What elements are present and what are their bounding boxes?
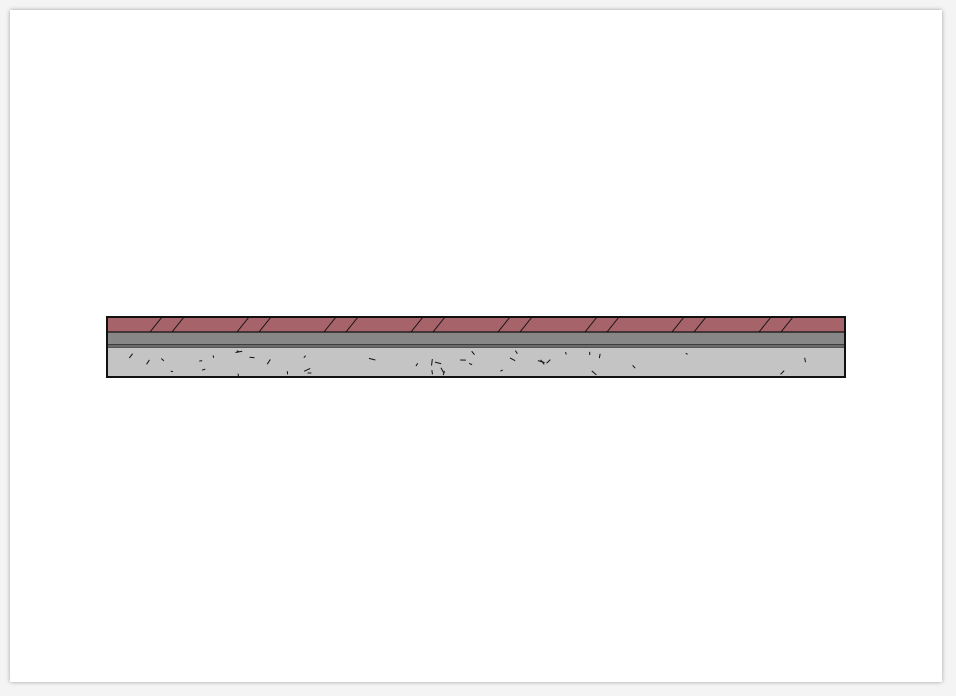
concrete-speck <box>146 359 150 365</box>
concrete-speck <box>471 350 475 355</box>
concrete-speck <box>368 357 376 361</box>
hatch-line <box>258 316 272 333</box>
finish-layer <box>107 317 845 332</box>
concrete-speck <box>128 353 134 359</box>
concrete-speck <box>804 357 806 363</box>
concrete-speck <box>468 362 473 366</box>
concrete-speck <box>598 353 601 359</box>
concrete-speck <box>303 355 307 358</box>
hatch-line <box>758 316 772 333</box>
hatch-line <box>171 316 185 333</box>
concrete-speck <box>509 357 516 362</box>
section-outline <box>106 316 846 378</box>
concrete-speck <box>160 358 165 362</box>
hatch-line <box>410 316 424 333</box>
concrete-speck <box>235 350 243 353</box>
hatch-line <box>693 316 707 333</box>
concrete-slab-layer <box>107 347 845 377</box>
hatch-line <box>345 316 359 333</box>
drawing-sheet <box>10 10 942 682</box>
concrete-speck <box>170 370 174 373</box>
hatch-line <box>671 316 685 333</box>
hatch-line <box>606 316 620 333</box>
concrete-speck <box>303 367 311 372</box>
hatch-line <box>323 316 337 333</box>
concrete-speck <box>685 352 688 355</box>
concrete-speck <box>780 370 785 375</box>
hatch-line <box>584 316 598 333</box>
hatch-line <box>236 316 250 333</box>
hatch-line <box>432 316 446 333</box>
hatch-line <box>497 316 511 333</box>
concrete-speck <box>632 365 636 369</box>
concrete-speck <box>591 370 597 376</box>
concrete-speck <box>236 350 239 352</box>
concrete-speck <box>434 361 442 365</box>
floor-section <box>106 316 846 378</box>
concrete-speck <box>431 358 433 366</box>
concrete-speck <box>500 369 504 372</box>
concrete-speck <box>537 360 545 363</box>
concrete-speck <box>440 367 445 374</box>
concrete-speck <box>546 359 551 364</box>
membrane-layer <box>107 332 845 345</box>
concrete-speck <box>565 351 567 355</box>
concrete-speck <box>514 350 518 355</box>
concrete-speck <box>415 362 419 367</box>
concrete-speck <box>202 368 206 371</box>
hatch-line <box>780 316 794 333</box>
concrete-speck <box>431 370 433 375</box>
hatch-line <box>149 316 163 333</box>
concrete-speck <box>266 359 271 365</box>
hatch-line <box>519 316 533 333</box>
